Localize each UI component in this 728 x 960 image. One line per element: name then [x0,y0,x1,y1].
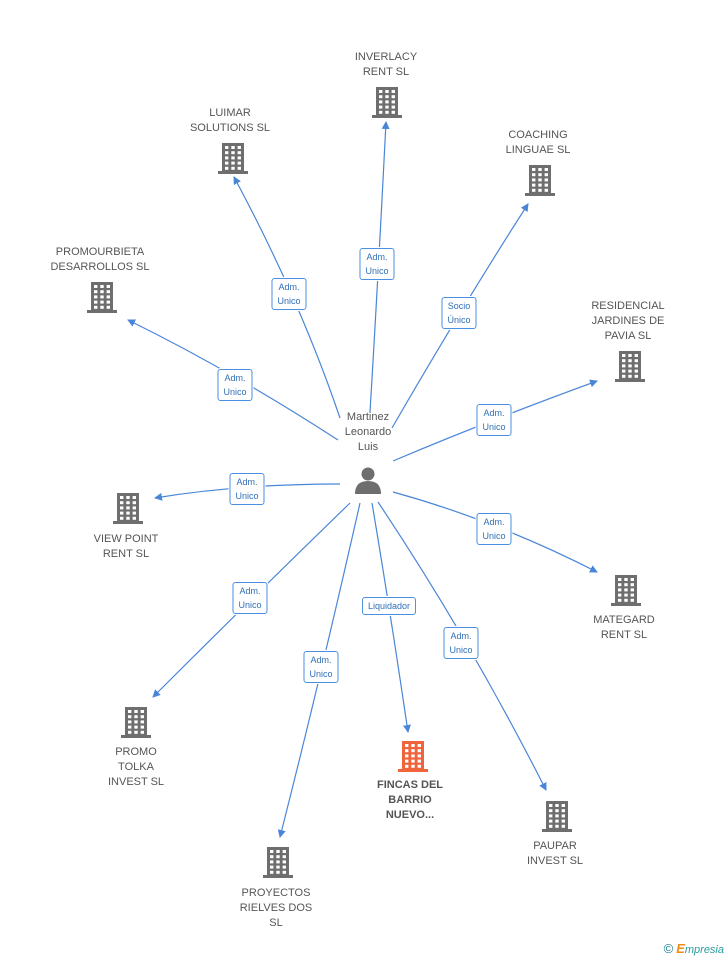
edge-label-luimar[interactable]: Adm. Unico [271,278,307,310]
edge-label-coaching[interactable]: Socio Único [441,297,477,329]
edge-label-promourbieta[interactable]: Adm. Unico [217,369,253,401]
building-icon-residencial[interactable] [615,351,645,382]
building-icon-fincas[interactable] [398,741,428,772]
edge-label-fincas[interactable]: Liquidador [361,597,417,615]
building-icon-promourbieta[interactable] [87,282,117,313]
edges-layer [127,121,598,838]
company-label-mategard[interactable]: MATEGARD RENT SL [593,614,655,641]
edge-fincas [371,502,411,733]
brand-name: mpresia [684,944,724,956]
company-label-promourbieta[interactable]: PROMOURBIETA DESARROLLOS SL [50,246,150,273]
company-label-coaching[interactable]: COACHING LINGUAE SL [505,129,571,156]
building-icon-mategard[interactable] [611,575,641,606]
company-label-luimar[interactable]: LUIMAR SOLUTIONS SL [189,107,271,134]
edge-label-inverlacy[interactable]: Adm. Unico [359,248,395,280]
company-label-fincas[interactable]: FINCAS DEL BARRIO NUEVO... [377,779,443,821]
company-label-proyectos[interactable]: PROYECTOS RIELVES DOS SL [239,887,313,929]
icons-layer [87,87,645,878]
company-label-paupar[interactable]: PAUPAR INVEST SL [526,840,584,867]
edge-label-mategard[interactable]: Adm. Unico [476,513,512,545]
company-label-viewpoint[interactable]: VIEW POINT RENT SL [93,533,159,560]
company-label-promotolka[interactable]: PROMO TOLKA INVEST SL [107,746,165,788]
company-label-residencial[interactable]: RESIDENCIAL JARDINES DE PAVIA SL [591,300,665,342]
building-icon-inverlacy[interactable] [372,87,402,118]
brand-watermark: ©Empresia [664,941,724,956]
building-icon-proyectos[interactable] [263,847,293,878]
building-icon-paupar[interactable] [542,801,572,832]
edge-label-viewpoint[interactable]: Adm. Unico [229,473,265,505]
building-icon-promotolka[interactable] [121,707,151,738]
brand-initial: E [676,941,685,956]
edge-label-proyectos[interactable]: Adm. Unico [303,651,339,683]
building-icon-viewpoint[interactable] [113,493,143,524]
building-icon-luimar[interactable] [218,143,248,174]
center-person-label: Martinez Leonardo Luis [344,411,392,453]
person-icon[interactable] [355,467,381,495]
edge-label-residencial[interactable]: Adm. Unico [476,404,512,436]
company-label-inverlacy[interactable]: INVERLACY RENT SL [354,51,418,78]
copyright-symbol: © [663,941,674,956]
edge-label-paupar[interactable]: Adm. Unico [443,627,479,659]
edge-label-promotolka[interactable]: Adm. Unico [232,582,268,614]
building-icon-coaching[interactable] [525,165,555,196]
